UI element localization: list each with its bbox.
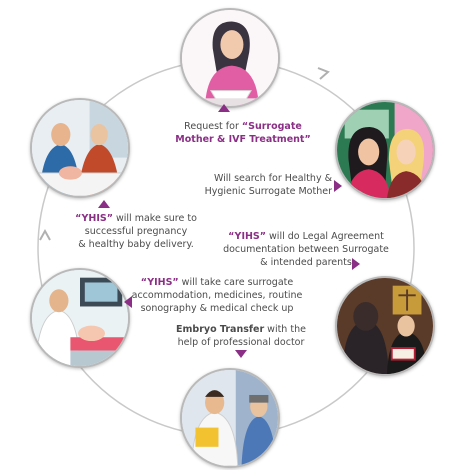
sonography-icon [30,268,130,368]
pointer-triangle-icon [218,104,230,112]
step-1-caption: Request for “Surrogate Mother & IVF Trea… [175,121,311,145]
step-5-caption: “YIHS” will take care surrogate accommod… [131,277,303,314]
two-women-portrait-icon [335,100,435,200]
ring-arrow-icon [39,228,51,241]
woman-at-desk-icon [180,8,280,108]
step-3-caption: “YIHS” will do Legal Agreement documenta… [223,231,389,268]
pointer-triangle-icon [235,350,247,358]
ring-arrow-icon [317,67,330,80]
legal-agreement-icon [335,276,435,376]
pointer-triangle-icon [124,296,132,308]
pointer-triangle-icon [334,180,342,192]
pointer-triangle-icon [98,200,110,208]
step-4-caption: Embryo Transfer with the help of profess… [176,324,306,348]
doctor-transfer-icon [180,368,280,468]
step-2-caption: Will search for Healthy & Hygienic Surro… [204,173,332,197]
step-6-caption: “YHIS” will make sure to successful preg… [75,213,197,250]
pointer-triangle-icon [352,258,360,270]
delivery-room-icon [30,98,130,198]
